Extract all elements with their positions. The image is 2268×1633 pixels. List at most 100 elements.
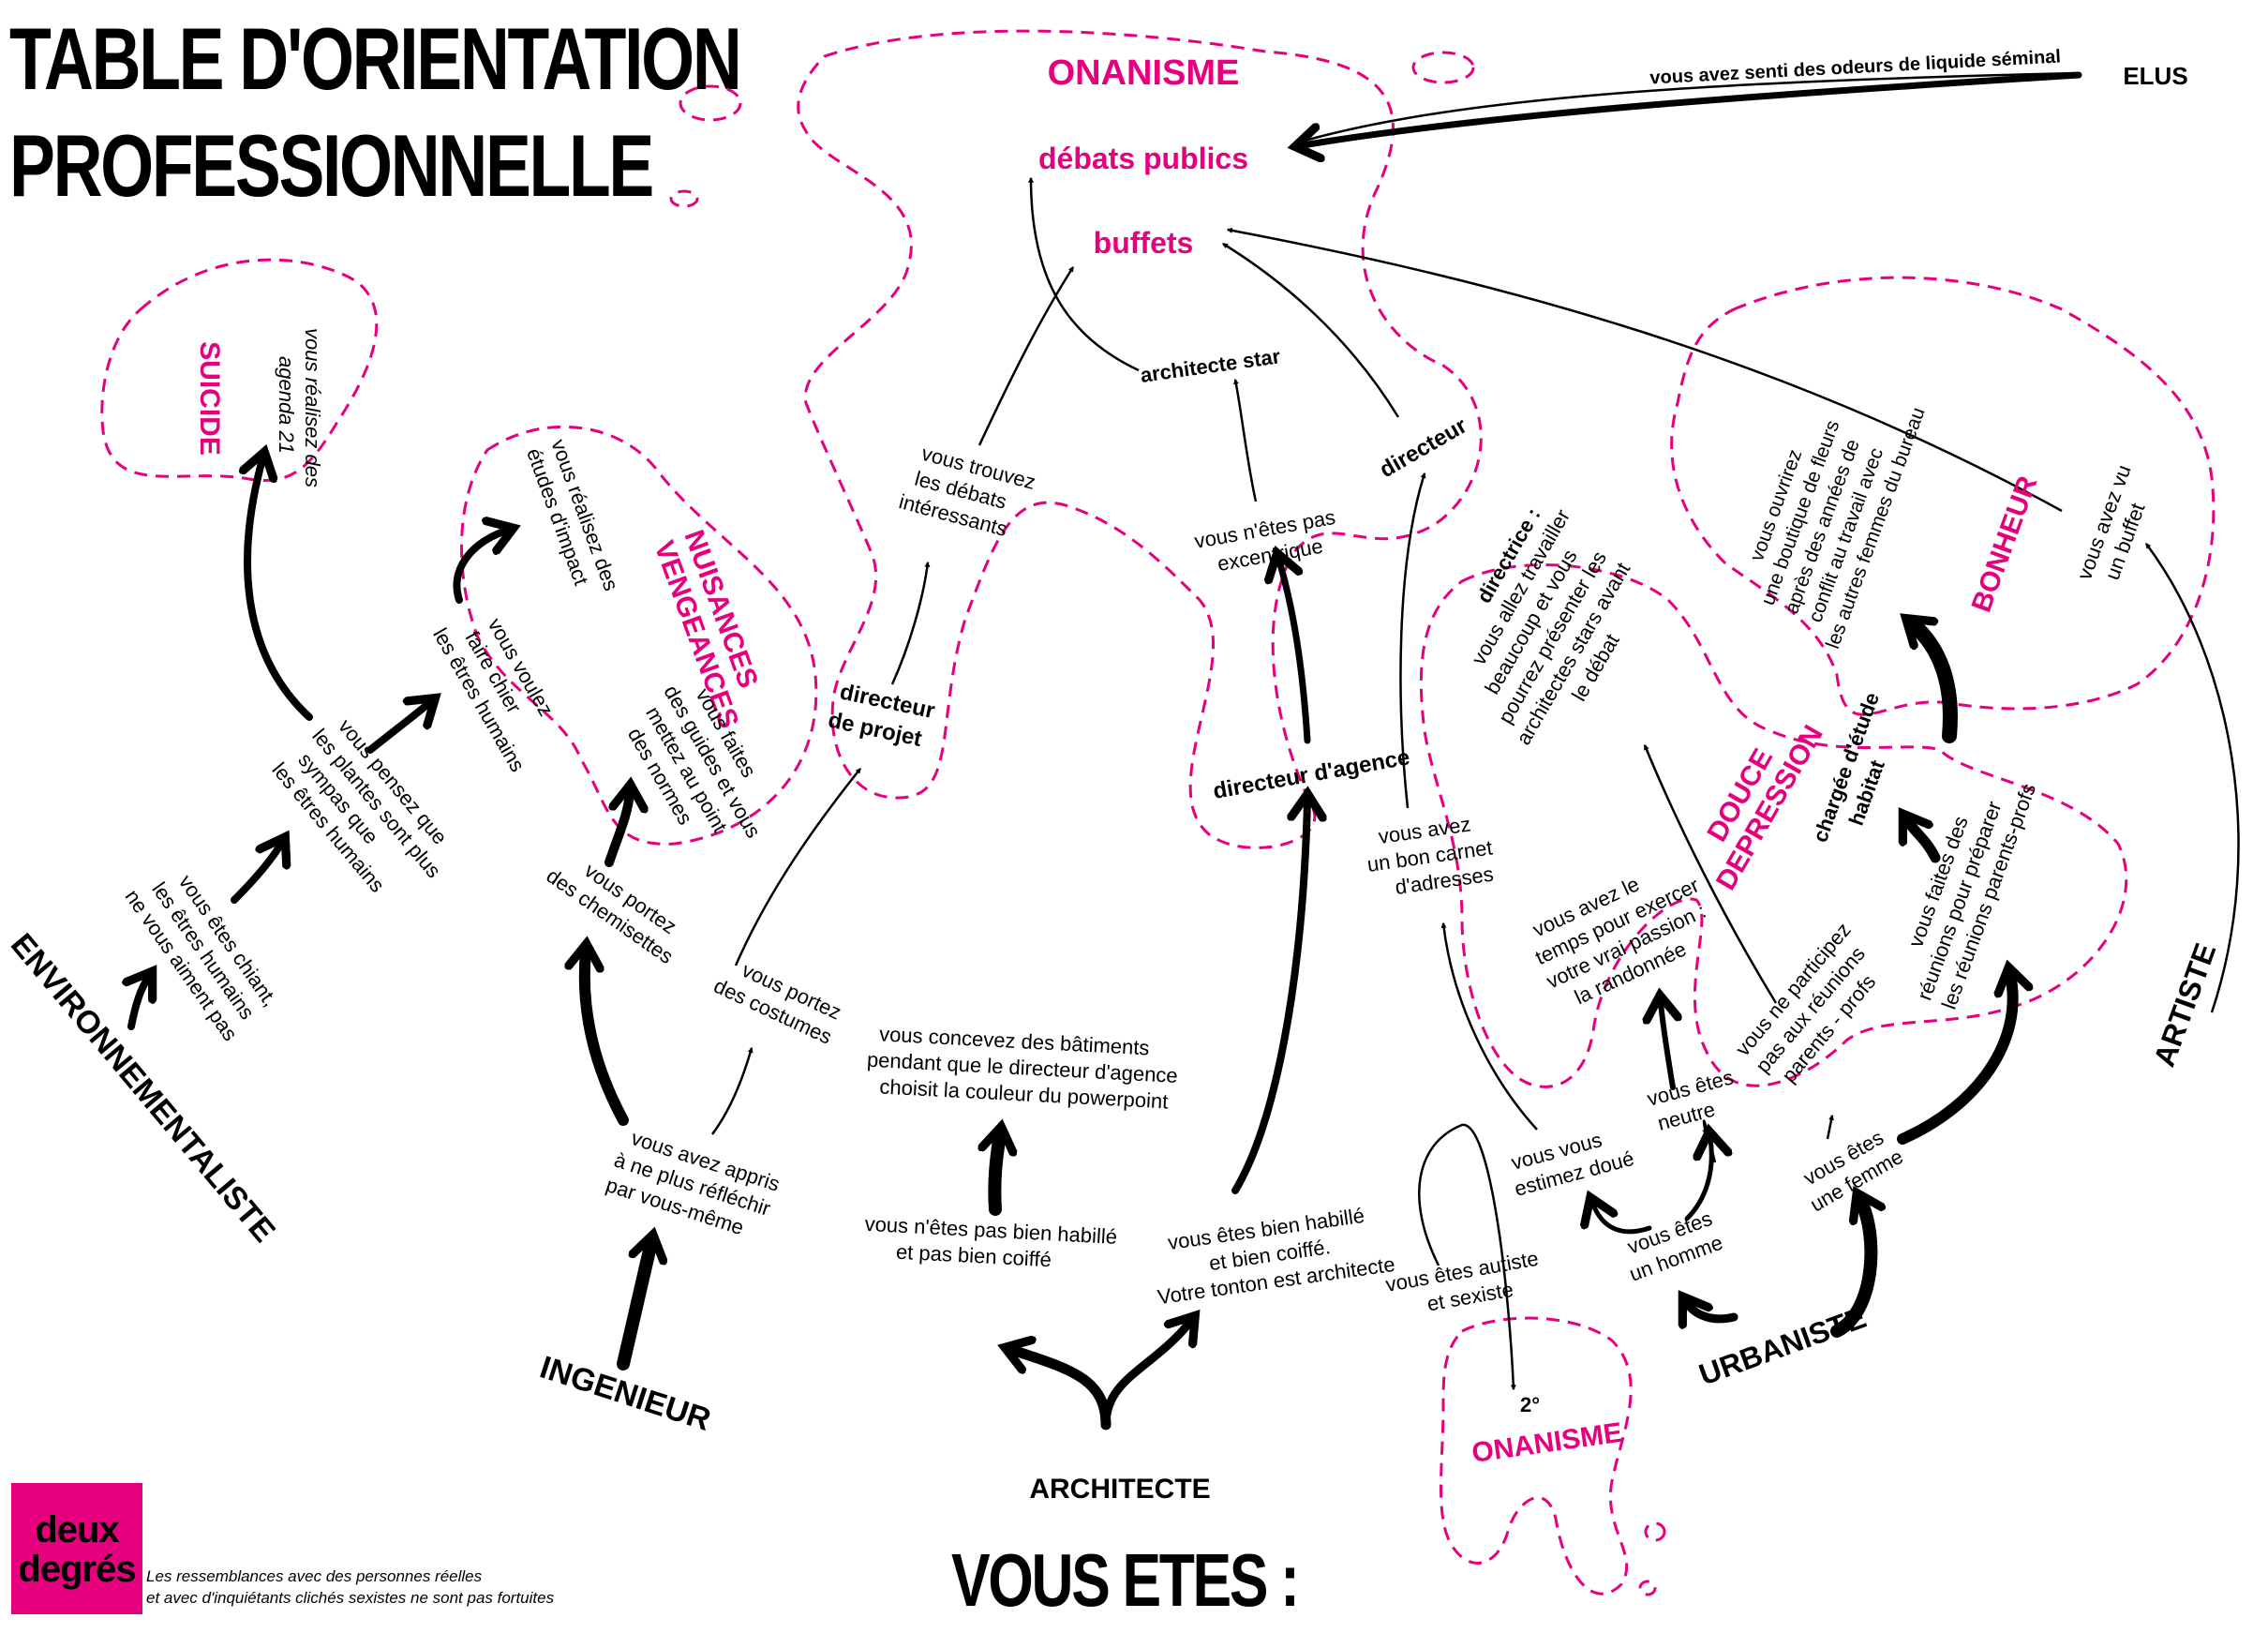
zone-douce-depression <box>1419 563 2128 1088</box>
label-chargee: chargée d'étude habitat <box>1808 684 1912 855</box>
label-etudes-impact: vous réalisez des études d'impact <box>522 436 625 608</box>
label-carnet: vous avez un bon carnet d'adresses <box>1362 809 1503 903</box>
label-deuxieme: 2° <box>1520 1393 1540 1416</box>
thin-arrows <box>710 71 2240 1391</box>
arrow-femme-to-reunions <box>1897 975 2013 1145</box>
arrow-participez-to-directrice <box>1643 743 1778 1004</box>
arrow-homme-to-estimez <box>1593 1205 1652 1235</box>
arrow-appris-to-costumes <box>710 1046 754 1135</box>
arrow-femme-to-participez <box>1826 1114 1835 1140</box>
label-concevez: vous concevez des bâtiments pendant que … <box>865 1022 1186 1115</box>
agenda21-line-2: agenda 21 <box>275 356 298 454</box>
arrow-odeurs-to-debats <box>1296 71 2077 144</box>
small-loop-5 <box>1638 1580 1657 1596</box>
label-neutre: vous êtes neutre <box>1645 1064 1749 1136</box>
arrow-directeur-to-buffets <box>1221 242 1400 418</box>
label-urbaniste: URBANISTE <box>1694 1300 1871 1392</box>
arrow-carnet-to-directeur <box>1399 472 1426 809</box>
arrow-excentrique-to-star <box>1232 378 1258 502</box>
label-appris: vous avez appris à ne plus réfléchir par… <box>604 1123 788 1248</box>
arrow-chargee-to-bonheur <box>1912 623 1958 743</box>
arrow-projet-to-trouvez <box>890 561 931 685</box>
label-plantes: vous pensez que les plantes sont plus sy… <box>267 707 470 920</box>
disclaimer: Les ressemblances avec des personnes rée… <box>146 1566 634 1609</box>
label-costumes: vous portez des costumes <box>710 950 850 1050</box>
label-directeur: directeur <box>1376 412 1471 483</box>
label-architecte: ARCHITECTE <box>1029 1474 1210 1505</box>
arrow-plantes-to-voulez <box>366 703 429 754</box>
arrow-chemisettes-to-guides <box>604 792 630 867</box>
label-chemisettes: vous portez des chemisettes <box>542 842 693 968</box>
label-randonnee: vous avez le temps pour exercer votre vr… <box>1520 846 1729 1016</box>
label-reunions: vous faites des réunions pour préparer l… <box>1888 762 2040 1012</box>
arrow-elus-to-debats <box>1303 71 2082 145</box>
small-loop-3 <box>669 189 699 208</box>
zone-onanisme-2 <box>1440 1316 1633 1596</box>
arrow-pas-habille-to-concevez <box>994 1134 1000 1216</box>
small-loop-4 <box>1644 1521 1666 1542</box>
pas-habille-line-2: et pas bien coiffé <box>895 1240 1052 1272</box>
label-artiste: ARTISTE <box>2147 938 2223 1071</box>
label-boutique: vous ouvrirez une boutique de fleurs apr… <box>1727 370 1930 652</box>
label-onanisme-2: ONANISME <box>1470 1417 1624 1469</box>
arrow-environnementaliste-to-chiant <box>131 978 148 1030</box>
arrow-appris-to-chemisettes <box>585 951 629 1126</box>
label-suicide: SUICIDE <box>194 341 225 456</box>
label-estimez: vous vous estimez doué <box>1505 1121 1636 1201</box>
arrow-architecte-right <box>1101 1322 1190 1430</box>
label-pas-habille: vous n'êtes pas bien habillé et pas bien… <box>863 1212 1124 1275</box>
arrow-urbaniste-to-homme-thick <box>1687 1303 1738 1319</box>
label-guides: vous faites des guides et vous mettez au… <box>614 668 791 874</box>
arrow-autiste-to-onanisme2 <box>1418 1123 1516 1391</box>
arrow-urbaniste-to-femme <box>1830 1200 1871 1338</box>
disclaimer-line-2: et avec d'inquiétants clichés sexistes n… <box>146 1589 555 1607</box>
disclaimer-line-1: Les ressemblances avec des personnes rée… <box>146 1567 483 1585</box>
arrow-chiant-to-plantes <box>231 844 281 904</box>
label-homme: vous êtes un homme <box>1618 1205 1730 1286</box>
label-directeur-agence: directeur d'agence <box>1211 744 1411 803</box>
zone-suicide <box>100 258 379 482</box>
label-debats-publics: débats publics <box>1038 142 1248 175</box>
labels: ONANISME débats publics buffets ELUS vou… <box>4 47 2223 1505</box>
agenda21-line-1: vous réalisez des <box>301 328 324 487</box>
label-vu-buffet: vous avez vu un buffet <box>2072 457 2162 592</box>
label-directrice: directrice : vous allez travailler beauc… <box>1421 487 1668 762</box>
zone-onanisme <box>797 29 1483 849</box>
arrow-trouvez-to-buffets <box>977 265 1075 446</box>
arrow-homme-to-neutre <box>1684 1139 1711 1221</box>
label-architecte-star: architecte star <box>1139 344 1282 387</box>
zone-nuisances <box>460 425 818 846</box>
logo-line-1: deux <box>35 1509 119 1551</box>
arrow-neutre-to-randonnee <box>1661 1003 1673 1090</box>
arrow-ingenieur-to-appris <box>617 1242 651 1371</box>
deux-degres-logo: deux degrés <box>11 1483 142 1614</box>
label-femme: vous êtes une femme <box>1793 1122 1907 1217</box>
arrow-voulez-to-etudes <box>453 531 506 604</box>
label-pas-excentrique: vous n'êtes pas excentrique <box>1193 504 1348 579</box>
label-onanisme: ONANISME <box>1048 53 1240 93</box>
zone-outlines <box>100 29 2216 1596</box>
label-douce-depression: DOUCE DEPRESSION <box>1682 704 1828 895</box>
label-trouvez: vous trouvez les débats intéressants <box>897 439 1044 547</box>
page-heading: VOUS ETES : <box>951 1538 1300 1622</box>
arrow-star-to-debats <box>1028 176 1140 372</box>
arrow-agence-to-excentrique <box>1279 561 1311 744</box>
title-line-2: PROFESSIONNELLE <box>9 116 654 215</box>
label-chiant: vous êtes chiant, les êtres humains ne v… <box>121 855 286 1045</box>
label-buffets: buffets <box>1094 226 1194 260</box>
label-vous-voulez: vous voulez faire chier les êtres humain… <box>428 598 574 776</box>
thick-arrows <box>131 71 2082 1431</box>
arrow-plantes-to-suicide <box>247 459 313 721</box>
zone-bonheur <box>1670 276 2216 716</box>
arrow-bien-habille-to-agence <box>1231 802 1307 1194</box>
label-directeur-projet: directeur de projet <box>826 678 943 755</box>
arrow-architecte-left <box>1012 1350 1112 1431</box>
small-loop-1 <box>679 84 742 122</box>
label-agenda21: vous réalisez des agenda 21 <box>275 328 324 493</box>
arrow-reunions-to-chargee <box>1907 820 1941 863</box>
arrow-costumes-to-projet <box>734 768 861 966</box>
label-bien-habille: vous êtes bien habillé et bien coiffé. V… <box>1149 1200 1396 1309</box>
label-elus: ELUS <box>2123 62 2187 90</box>
logo-line-2: degrés <box>18 1549 136 1590</box>
